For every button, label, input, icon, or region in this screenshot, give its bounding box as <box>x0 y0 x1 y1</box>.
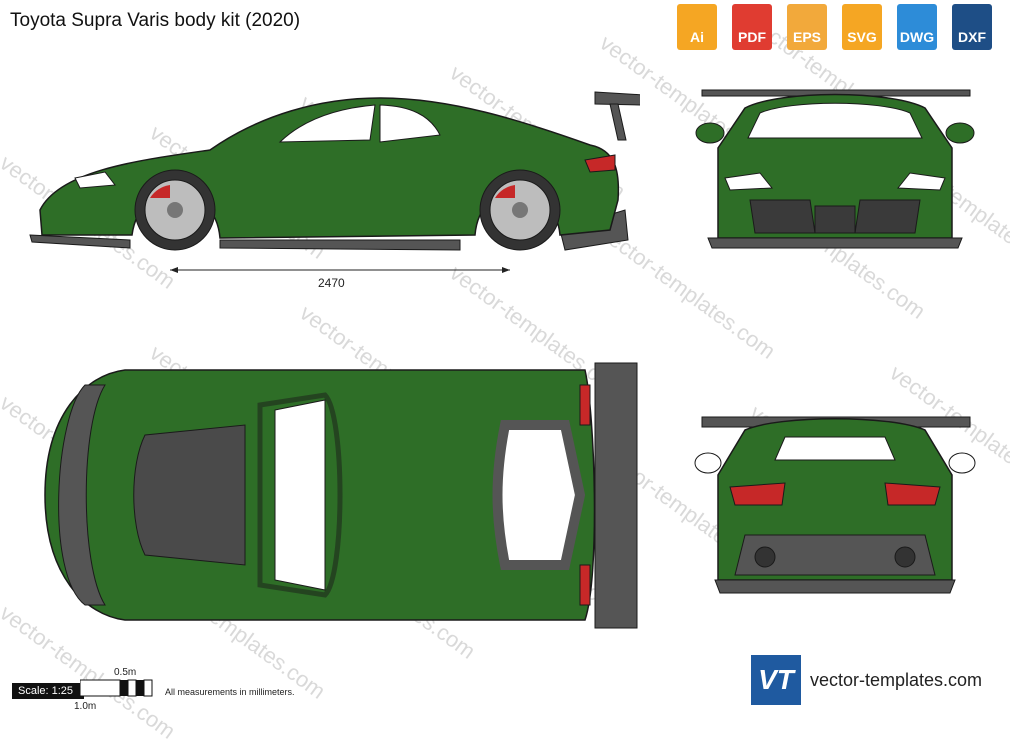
site-link[interactable]: vector-templates.com <box>810 670 983 690</box>
dxf-file-icon[interactable]: DXF <box>948 4 996 50</box>
vt-logo[interactable]: VT <box>751 655 801 705</box>
scale-bar <box>80 679 153 697</box>
svg-file-icon[interactable]: SVG <box>838 4 886 50</box>
eps-file-icon[interactable]: EPS <box>783 4 831 50</box>
scale-label: Scale: 1:25 <box>12 683 84 699</box>
pdf-file-icon[interactable]: PDF <box>728 4 776 50</box>
page-title: Toyota Supra Varis body kit (2020) <box>10 10 301 31</box>
top-view-drawing <box>44 362 638 629</box>
front-view-drawing <box>695 89 975 249</box>
scale-half-label: 0.5m <box>114 667 137 678</box>
ai-file-icon[interactable]: Ai <box>673 4 721 50</box>
measurements-note: All measurements in millimeters. <box>165 687 295 697</box>
rear-view-drawing <box>694 416 976 594</box>
format-downloads: Ai PDF EPS SVG DWG DXF <box>673 4 996 50</box>
scale-full-label: 1.0m <box>74 701 97 712</box>
dwg-file-icon[interactable]: DWG <box>893 4 941 50</box>
wheelbase-label: 2470 <box>318 276 345 290</box>
side-view-drawing <box>29 91 640 273</box>
